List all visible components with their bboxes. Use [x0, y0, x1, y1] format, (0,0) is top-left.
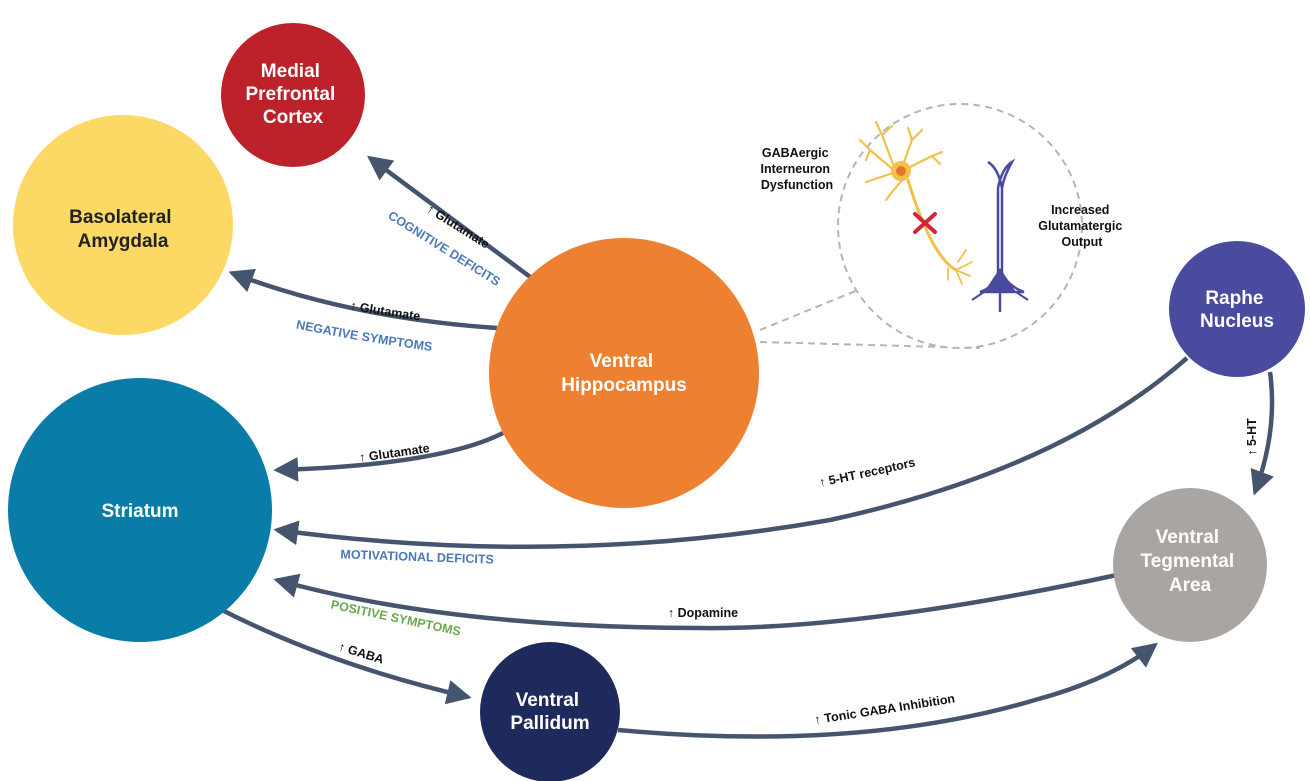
node-mpfc-line-2: Prefrontal — [245, 84, 335, 105]
node-vp-line-2: Pallidum — [510, 713, 589, 734]
label-vh-bla-symptom: NEGATIVE SYMPTOMS — [295, 318, 433, 354]
node-raphe-label: Raphe Nucleus — [1200, 288, 1274, 332]
node-vp[interactable]: Ventral Pallidum — [480, 642, 620, 781]
arrow-vh-to-bla — [228, 268, 498, 331]
arrow-raphe-to-vta — [1250, 371, 1275, 496]
node-raphe-line-1: Raphe — [1205, 288, 1263, 309]
node-vh-line-1: Ventral — [590, 351, 653, 372]
node-vh-line-2: Hippocampus — [561, 375, 687, 396]
node-vh-label: Ventral Hippocampus — [561, 351, 687, 396]
node-vp-circle — [480, 642, 620, 781]
label-vh-bla-transmitter: ↑ Glutamate — [349, 299, 421, 324]
nodes: Medial Prefrontal Cortex Basolateral Amy… — [8, 23, 1305, 781]
node-vta-line-3: Area — [1169, 575, 1212, 596]
node-striatum[interactable]: Striatum — [8, 378, 272, 642]
node-bla-line-1: Basolateral — [69, 207, 171, 228]
node-raphe-line-2: Nucleus — [1200, 311, 1274, 332]
node-vta-line-1: Ventral — [1156, 527, 1219, 548]
interneuron-icon — [858, 120, 973, 285]
node-raphe-circle — [1169, 241, 1305, 377]
node-bla-line-2: Amygdala — [78, 231, 169, 252]
inset-left-line-2: Interneuron — [761, 162, 830, 176]
node-mpfc[interactable]: Medial Prefrontal Cortex — [221, 23, 365, 167]
node-striatum-label: Striatum — [101, 501, 178, 522]
arrow-vta-to-striatum — [273, 572, 1118, 631]
label-vh-bla-symptom-path: NEGATIVE SYMPTOMS — [295, 318, 433, 354]
arrow-vh-to-mpfc — [367, 155, 539, 284]
node-bla-circle — [13, 115, 233, 335]
node-mpfc-line-3: Cortex — [263, 107, 324, 128]
label-vta-striatum-transmitter: ↑ Dopamine — [668, 606, 738, 620]
node-mpfc-line-1: Medial — [261, 61, 320, 82]
node-vp-label: Ventral Pallidum — [510, 690, 589, 734]
node-raphe[interactable]: Raphe Nucleus — [1169, 241, 1305, 377]
label-raphe-vta-transmitter: ↑ 5-HT — [1245, 418, 1259, 456]
node-striatum-circle — [8, 378, 272, 642]
pyramidal-neuron-icon — [971, 158, 1029, 312]
node-striatum-line-1: Striatum — [101, 501, 178, 522]
dysfunction-x-icon — [913, 212, 937, 234]
node-vta[interactable]: Ventral Tegmental Area — [1113, 488, 1267, 642]
node-mpfc-circle — [221, 23, 365, 167]
inset-left-text: GABAergic Interneuron Dysfunction — [761, 146, 834, 192]
inset-right-line-1: Increased — [1051, 203, 1109, 217]
arrow-vh-to-striatum — [273, 430, 505, 482]
node-vta-line-2: Tegmental — [1141, 551, 1235, 572]
inset-left-line-1: GABAergic — [762, 146, 829, 160]
node-vta-circle — [1113, 488, 1267, 642]
label-vh-bla-transmitter-path: ↑ Glutamate — [349, 299, 421, 324]
inset-right-line-2: Glutamatergic — [1038, 219, 1122, 233]
inset-right-line-3: Output — [1062, 235, 1104, 249]
arrow-striatum-to-vp — [220, 607, 472, 705]
node-mpfc-label: Medial Prefrontal Cortex — [245, 61, 340, 128]
arrows — [220, 155, 1275, 739]
node-vta-label: Ventral Tegmental Area — [1141, 527, 1240, 596]
inset-right-text: Increased Glutamatergic Output — [1038, 203, 1126, 249]
node-bla-label: Basolateral Amygdala — [69, 207, 177, 252]
edge-labels: ↑ Glutamate COGNITIVE DEFICITS ↑ Glutama… — [295, 202, 1259, 727]
node-vp-line-1: Ventral — [516, 690, 579, 711]
node-bla[interactable]: Basolateral Amygdala — [13, 115, 233, 335]
inset-left-line-3: Dysfunction — [761, 178, 833, 192]
node-vh[interactable]: Ventral Hippocampus — [489, 238, 759, 508]
arrow-raphe-to-striatum — [273, 356, 1189, 550]
interneuron-inset: GABAergic Interneuron Dysfunction Increa… — [759, 103, 1126, 349]
arrow-vp-to-vta — [617, 642, 1158, 739]
node-vh-circle — [489, 238, 759, 508]
label-raphe-striatum-symptom: MOTIVATIONAL DEFICITS — [340, 547, 494, 566]
inset-connector-top — [759, 289, 859, 331]
label-raphe-striatum-transmitter: ↑ 5-HT receptors — [818, 455, 917, 489]
label-raphe-striatum-transmitter-path: ↑ 5-HT receptors — [818, 455, 917, 489]
